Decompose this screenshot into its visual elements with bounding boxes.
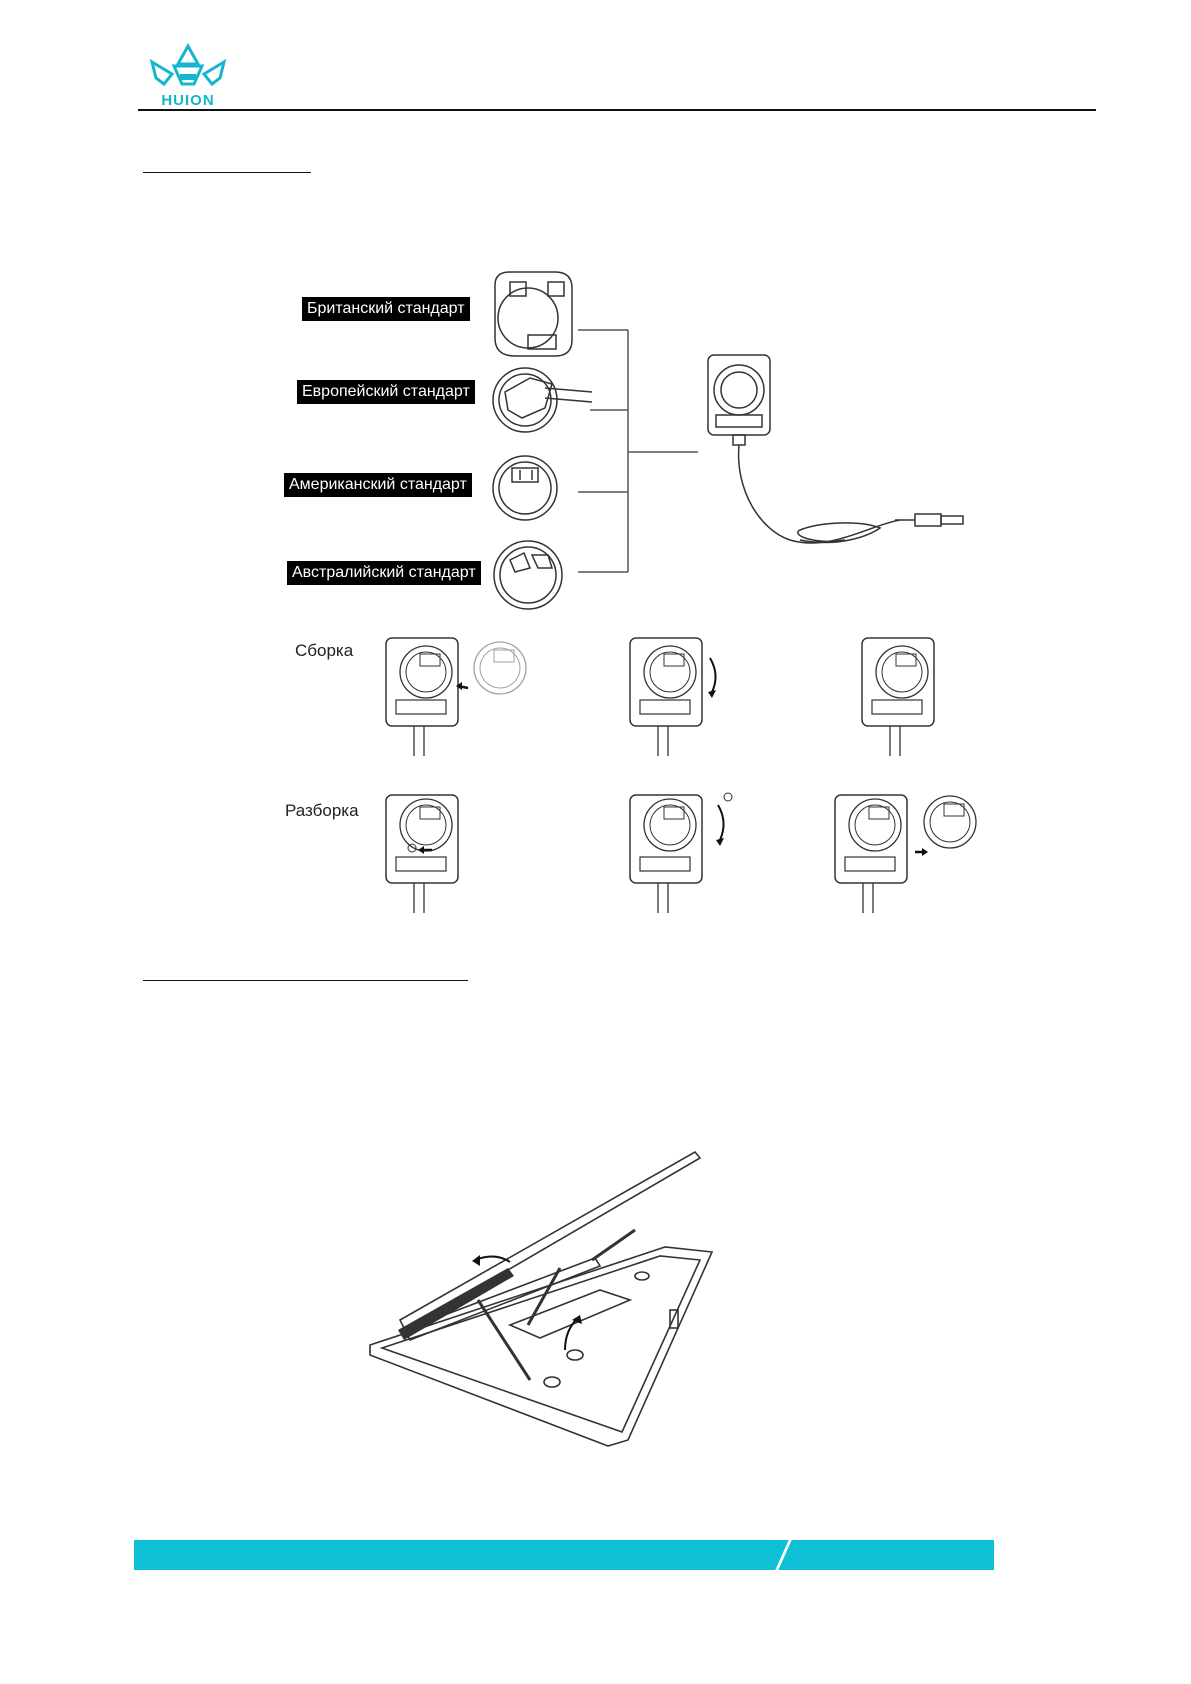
assembly-steps-diagram bbox=[385, 637, 977, 914]
us-plug-icon bbox=[492, 455, 558, 521]
logo-wordmark: HUION bbox=[161, 92, 215, 109]
lift-arrow-icon bbox=[472, 1255, 511, 1266]
disassembly-step-3 bbox=[834, 794, 977, 914]
tablet-stand-illustration bbox=[369, 1150, 714, 1447]
assembly-step-3 bbox=[861, 637, 935, 757]
header-divider bbox=[138, 109, 1096, 111]
plug-label-au: Австралийский стандарт bbox=[287, 561, 481, 585]
uk-plug-icon bbox=[494, 271, 573, 357]
plug-label-us: Американский стандарт bbox=[284, 473, 472, 497]
plug-adapter-diagram bbox=[492, 271, 964, 610]
raise-arrow-icon bbox=[564, 1315, 582, 1351]
footer-brand-bar bbox=[134, 1540, 994, 1570]
huion-logo bbox=[149, 42, 227, 106]
section-heading-underline bbox=[143, 172, 311, 173]
eu-plug-icon bbox=[492, 367, 593, 433]
pen-holder bbox=[398, 1268, 514, 1340]
disassembly-step-1 bbox=[385, 794, 459, 914]
section2-heading-underline bbox=[143, 980, 468, 981]
assembly-label: Сборка bbox=[295, 641, 354, 660]
plug-label-uk: Британский стандарт bbox=[302, 297, 470, 321]
disassembly-step-2 bbox=[629, 792, 733, 914]
crown-icon bbox=[149, 42, 227, 87]
plug-bracket bbox=[578, 329, 698, 573]
power-adapter-icon bbox=[707, 354, 964, 544]
assembly-step-2 bbox=[629, 637, 717, 757]
au-plug-icon bbox=[493, 540, 563, 610]
disassembly-label: Разборка bbox=[285, 801, 359, 820]
plug-label-eu: Европейский стандарт bbox=[297, 380, 475, 404]
assembly-step-1 bbox=[385, 637, 527, 757]
